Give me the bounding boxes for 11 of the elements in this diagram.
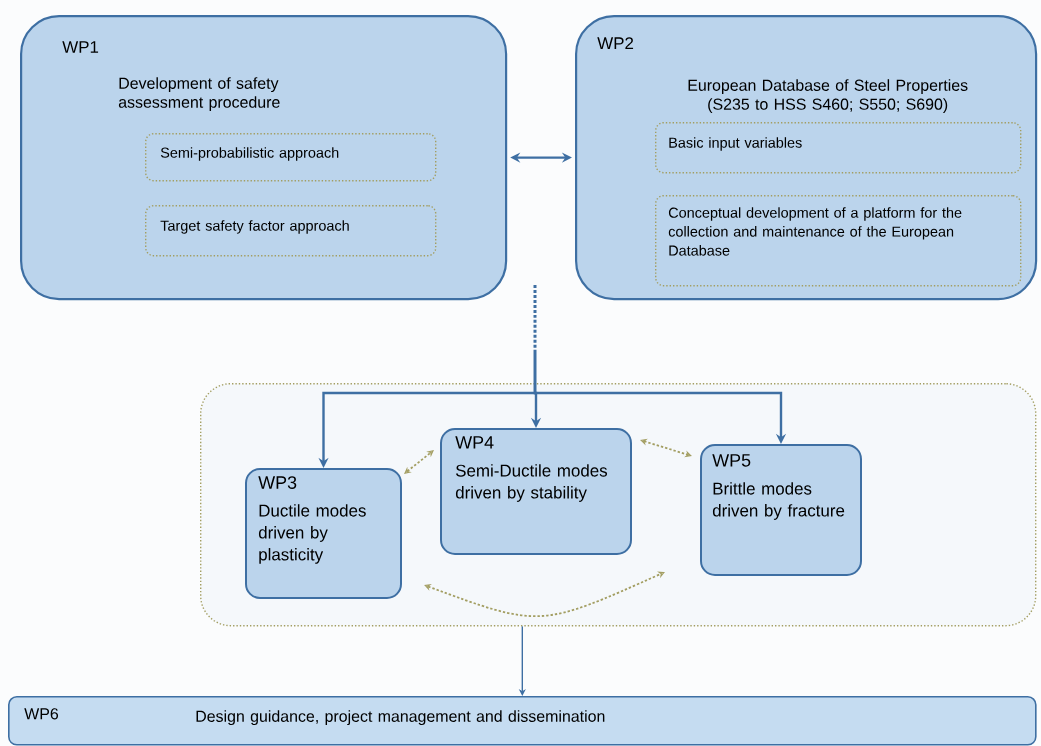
work-package-band: WP6 Design guidance, project management and dissemination bbox=[8, 696, 1037, 746]
topic-box: Basic input variables bbox=[655, 122, 1022, 174]
dotted-connector bbox=[533, 285, 537, 350]
work-package-box: WP4 Semi-Ductile modes driven by stability bbox=[440, 428, 632, 555]
arrow bbox=[404, 450, 434, 474]
arrow bbox=[424, 571, 665, 617]
topic-box: Conceptual development of a platform for the collection and maintenance of the European Database bbox=[655, 195, 1022, 287]
topic-box: Semi-probabilistic approach bbox=[145, 133, 437, 182]
topic-box: Target safety factor approach bbox=[145, 205, 437, 257]
work-package-box: WP3 Ductile modes driven by plasticity bbox=[245, 468, 402, 599]
work-package-box: WP5 Brittle modes driven by fracture bbox=[700, 444, 862, 576]
